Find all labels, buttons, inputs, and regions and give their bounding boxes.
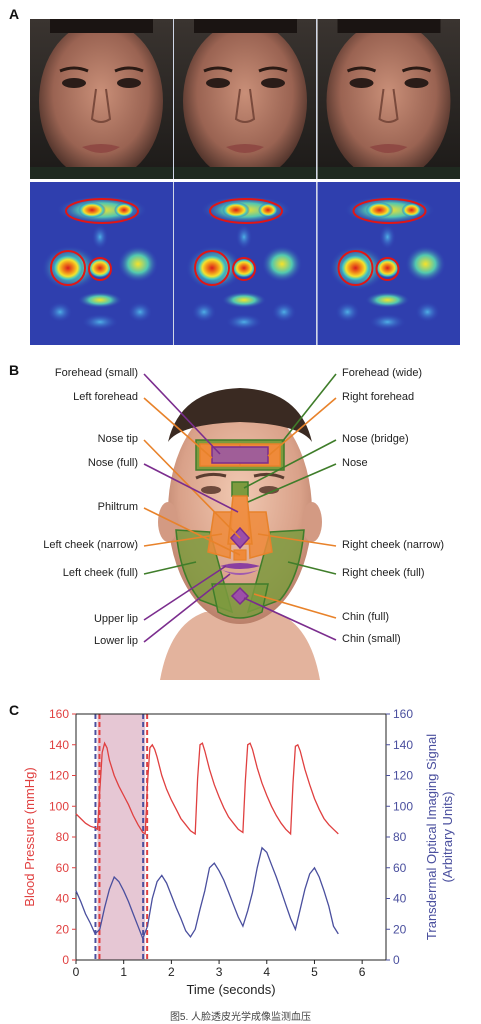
leader-line: [143, 565, 227, 621]
region-label: Left forehead: [73, 391, 138, 403]
face-region-diagram: [143, 373, 337, 680]
panel-b-label: B: [9, 362, 20, 378]
x-tick-label: 3: [216, 965, 223, 979]
region-label: Upper lip: [93, 613, 138, 625]
x-tick-label: 4: [263, 965, 270, 979]
y-tick-label: 40: [56, 892, 70, 906]
x-tick-label: 1: [120, 965, 127, 979]
region-label: Chin (full): [342, 611, 390, 623]
heat-map: [173, 182, 318, 345]
y2-tick-label: 80: [393, 830, 407, 844]
y-tick-label: 60: [56, 861, 70, 875]
region-label: Forehead (wide): [342, 367, 423, 379]
leader-line: [243, 439, 337, 489]
heat-map-row: [30, 182, 461, 345]
y2-tick-label: 60: [393, 861, 407, 875]
y2-tick-label: 20: [393, 922, 407, 936]
upper-lip-region: [220, 563, 260, 569]
forehead-small-region: [211, 446, 269, 464]
x-tick-label: 0: [73, 965, 80, 979]
panel-a-figure: [30, 19, 461, 345]
leader-line: [287, 561, 337, 575]
neck-shape: [160, 612, 320, 680]
face-photo: [30, 19, 174, 179]
region-label: Right cheek (full): [342, 567, 425, 579]
leader-line: [243, 597, 337, 641]
region-label: Nose (bridge): [342, 433, 409, 445]
y-tick-label: 80: [56, 830, 70, 844]
y-tick-label: 0: [62, 953, 69, 967]
nose-bridge-region: [231, 481, 249, 497]
leader-line: [143, 533, 223, 547]
region-label: Nose: [342, 457, 368, 469]
y2-axis-label: (Arbitrary Units): [440, 791, 455, 882]
y-tick-label: 20: [56, 922, 70, 936]
region-label: Nose tip: [97, 433, 138, 445]
leader-line: [143, 373, 221, 455]
y2-tick-label: 40: [393, 892, 407, 906]
chin-small-region: [230, 586, 250, 606]
leader-line: [143, 397, 213, 459]
y2-tick-label: 0: [393, 953, 400, 967]
face-photo: [173, 19, 318, 179]
y2-tick-label: 100: [393, 799, 413, 813]
leader-line: [143, 573, 231, 643]
panel-c-label: C: [9, 702, 20, 718]
heat-map: [317, 182, 461, 345]
region-label: Lower lip: [93, 635, 138, 647]
face-photo: [317, 19, 461, 179]
x-tick-label: 5: [311, 965, 318, 979]
lower-lip-region: [222, 570, 258, 575]
region-label: Right cheek (narrow): [342, 539, 445, 551]
region-label: Nose (full): [87, 457, 138, 469]
figure-caption: 图5. 人脸透皮光学成像监测血压: [169, 1012, 312, 1023]
region-label: Left cheek (full): [62, 567, 138, 579]
blood-pressure-line: [75, 741, 339, 836]
region-label: Left cheek (narrow): [43, 539, 138, 551]
right-leader-lines: [243, 373, 337, 641]
region-label: Right forehead: [342, 391, 415, 403]
leader-line: [247, 463, 337, 503]
left-leader-lines: [143, 373, 241, 643]
leader-line: [281, 373, 337, 443]
y-tick-label: 140: [49, 738, 69, 752]
hair-shape: [168, 388, 312, 442]
y2-tick-label: 120: [393, 769, 413, 783]
y2-tick-label: 160: [393, 707, 413, 721]
x-tick-label: 6: [359, 965, 366, 979]
x-axis-label: Time (seconds): [186, 982, 275, 997]
y2-tick-label: 140: [393, 738, 413, 752]
panel-a-label: A: [9, 6, 20, 22]
y2-axis-label: Transdermal Optical Imaging Signal: [424, 734, 439, 940]
y-tick-label: 160: [49, 707, 69, 721]
y-tick-label: 100: [49, 799, 69, 813]
leader-line: [267, 397, 337, 457]
region-label: Philtrum: [97, 501, 138, 513]
x-tick-label: 2: [168, 965, 175, 979]
heat-map: [30, 182, 174, 345]
leader-line: [143, 507, 241, 556]
region-label: Chin (small): [342, 633, 401, 645]
leader-line: [253, 593, 337, 619]
highlight-band: [97, 714, 146, 960]
leader-line: [143, 561, 197, 575]
leader-line: [257, 533, 337, 547]
toi-signal-line: [75, 846, 339, 941]
y-axis-label: Blood Pressure (mmHg): [22, 767, 37, 906]
face-photo-row: [30, 19, 461, 179]
leader-line: [143, 463, 239, 513]
region-label: Forehead (small): [54, 367, 138, 379]
y-tick-label: 120: [49, 769, 69, 783]
